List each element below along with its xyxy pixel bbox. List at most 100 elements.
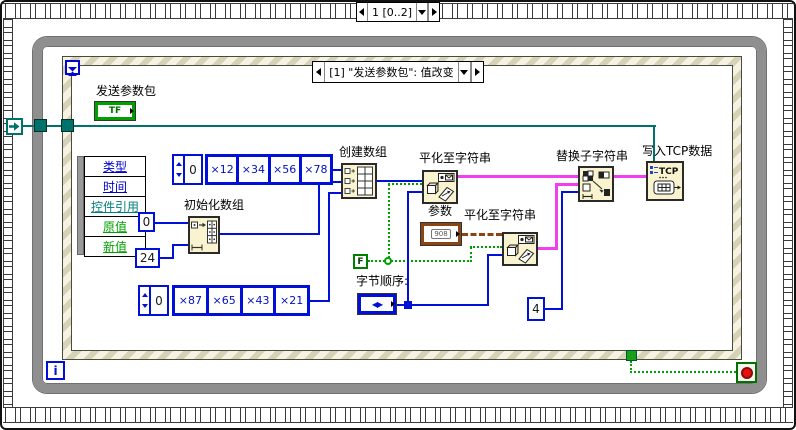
array2-index[interactable]: 0 — [138, 285, 169, 316]
enum-arrows-icon: ◀▶ — [371, 299, 383, 309]
arrow-right-icon — [9, 122, 20, 131]
send-param-label: 发送参数包 — [96, 84, 157, 98]
array1-constant[interactable]: ×12 ×34 ×56 ×78 — [205, 154, 333, 185]
flatten-bottom-node[interactable] — [502, 232, 538, 266]
event-data-node[interactable]: 类型 时间 控件引用 原值 新值 — [84, 156, 146, 257]
param-terminal[interactable]: 908 — [420, 222, 462, 246]
wire-byteorder-to-flatten-bottom — [487, 254, 502, 256]
wire-offset4-to-replace — [561, 191, 578, 193]
event-field-type[interactable]: 类型 — [85, 157, 145, 177]
wire-offset4-h — [545, 308, 563, 310]
array2-cell[interactable]: ×21 — [276, 288, 307, 313]
sequence-prev-frame-button[interactable] — [357, 3, 368, 21]
numeric-display-icon: 908 — [431, 229, 451, 239]
byte-order-enum[interactable]: ◀▶ — [357, 293, 397, 315]
dropdown-arrow-icon — [418, 9, 427, 15]
param-label: 参数 — [428, 204, 453, 218]
shift-register-left[interactable] — [6, 118, 23, 135]
wire-junction-circle — [384, 257, 392, 265]
while-loop-border — [33, 37, 766, 393]
tcp-write-icon: TCP — [650, 166, 681, 195]
wire-stop-h — [630, 371, 736, 373]
spin-down-icon — [175, 173, 182, 178]
sequence-frame-label[interactable]: 1 [0..2] — [371, 5, 413, 19]
terminal-direction-icon — [130, 108, 134, 114]
wire-byteorder-up1 — [407, 192, 409, 306]
event-case-dropdown-button[interactable] — [457, 62, 471, 82]
sequence-frame-selector[interactable]: 1 [0..2] — [356, 2, 440, 22]
wire-flatten-bottom-to-replace — [555, 183, 578, 186]
build-array-node[interactable] — [341, 163, 377, 199]
wire-initarray-out-h — [220, 233, 320, 235]
event-field-oldval[interactable]: 原值 — [85, 217, 145, 237]
array2-cell[interactable]: ×65 — [208, 288, 240, 313]
build-array-icon — [344, 166, 373, 196]
array1-cell[interactable]: ×78 — [301, 157, 330, 182]
array1-index-spinner[interactable] — [174, 156, 185, 183]
event-prev-case-button[interactable] — [313, 62, 326, 82]
wire-param-to-flatten — [462, 233, 502, 236]
tf-value: TF — [108, 106, 122, 116]
offset-constant[interactable]: 4 — [527, 297, 545, 321]
spin-up-icon — [175, 161, 182, 166]
sequence-frame-dropdown-button[interactable] — [416, 3, 429, 21]
wire-tcp-connection-v — [653, 125, 655, 163]
event-next-case-button[interactable] — [470, 62, 483, 82]
flatten-bottom-label: 平化至字符串 — [464, 208, 537, 222]
loop-iteration-terminal[interactable]: i — [46, 361, 65, 380]
wire-array1-to-buildarray — [333, 169, 341, 171]
wire-false-branch2-v — [470, 247, 472, 262]
element-constant[interactable]: 0 — [138, 212, 155, 232]
loop-condition-terminal[interactable] — [736, 362, 757, 383]
sequence-border-top-right — [440, 3, 793, 19]
array1-cell[interactable]: ×56 — [270, 157, 299, 182]
wire-array2-out-h — [310, 300, 330, 302]
terminal-direction-icon — [456, 231, 460, 237]
send-param-terminal[interactable]: TF — [94, 101, 136, 121]
event-field-newval[interactable]: 新值 — [85, 237, 145, 256]
replace-substring-node[interactable] — [578, 166, 614, 202]
false-constant[interactable]: F — [353, 254, 368, 269]
size-constant[interactable]: 24 — [135, 248, 160, 268]
byte-order-label: 字节顺序: — [356, 274, 409, 288]
false-constant-value: F — [357, 256, 364, 267]
replace-substring-icon — [582, 170, 610, 199]
flatten-top-node[interactable] — [422, 170, 458, 204]
event-case-label[interactable]: [1] "发送参数包": 值改变 — [329, 66, 454, 79]
array1-cell[interactable]: ×12 — [208, 157, 237, 182]
wire-tcp-connection-h — [12, 125, 656, 127]
event-tunnel-tcp[interactable] — [61, 119, 74, 132]
array2-index-value: 0 — [155, 293, 163, 308]
sequence-border-top-left — [3, 3, 356, 19]
event-field-ctlref[interactable]: 控件引用 — [85, 197, 145, 217]
array2-cell[interactable]: ×43 — [242, 288, 274, 313]
wire-buildarray-to-flatten — [377, 180, 422, 182]
event-structure-border — [62, 56, 742, 360]
spin-up-icon — [141, 292, 148, 297]
wire-element0-to-initarray — [155, 222, 188, 224]
array2-index-spinner[interactable] — [140, 287, 151, 314]
sequence-next-frame-button[interactable] — [428, 3, 439, 21]
loop-tunnel-tcp[interactable] — [34, 119, 47, 132]
wire-junction-dot — [404, 301, 412, 309]
event-tunnel-stop[interactable] — [626, 350, 637, 361]
array1-cell[interactable]: ×34 — [239, 157, 268, 182]
array2-cell[interactable]: ×87 — [175, 288, 206, 313]
init-array-label: 初始化数组 — [184, 198, 245, 212]
wire-24-to-initarray-v — [172, 245, 174, 259]
init-array-node[interactable] — [188, 216, 220, 254]
wire-initarray-out-v — [318, 182, 320, 235]
tcp-write-node[interactable]: TCP — [646, 161, 684, 201]
terminal-direction-icon — [391, 301, 395, 307]
array1-index[interactable]: 0 — [172, 154, 203, 185]
left-arrow-icon — [359, 8, 365, 16]
right-arrow-icon — [474, 68, 480, 76]
event-field-time[interactable]: 时间 — [85, 177, 145, 197]
wire-byteorder-to-flatten-top — [407, 191, 422, 193]
wire-byteorder-h — [397, 304, 489, 306]
array2-constant[interactable]: ×87 ×65 ×43 ×21 — [172, 285, 310, 316]
event-timeout-terminal[interactable] — [65, 60, 80, 76]
init-array-icon — [191, 220, 217, 251]
event-case-selector[interactable]: [1] "发送参数包": 值改变 — [312, 61, 484, 83]
